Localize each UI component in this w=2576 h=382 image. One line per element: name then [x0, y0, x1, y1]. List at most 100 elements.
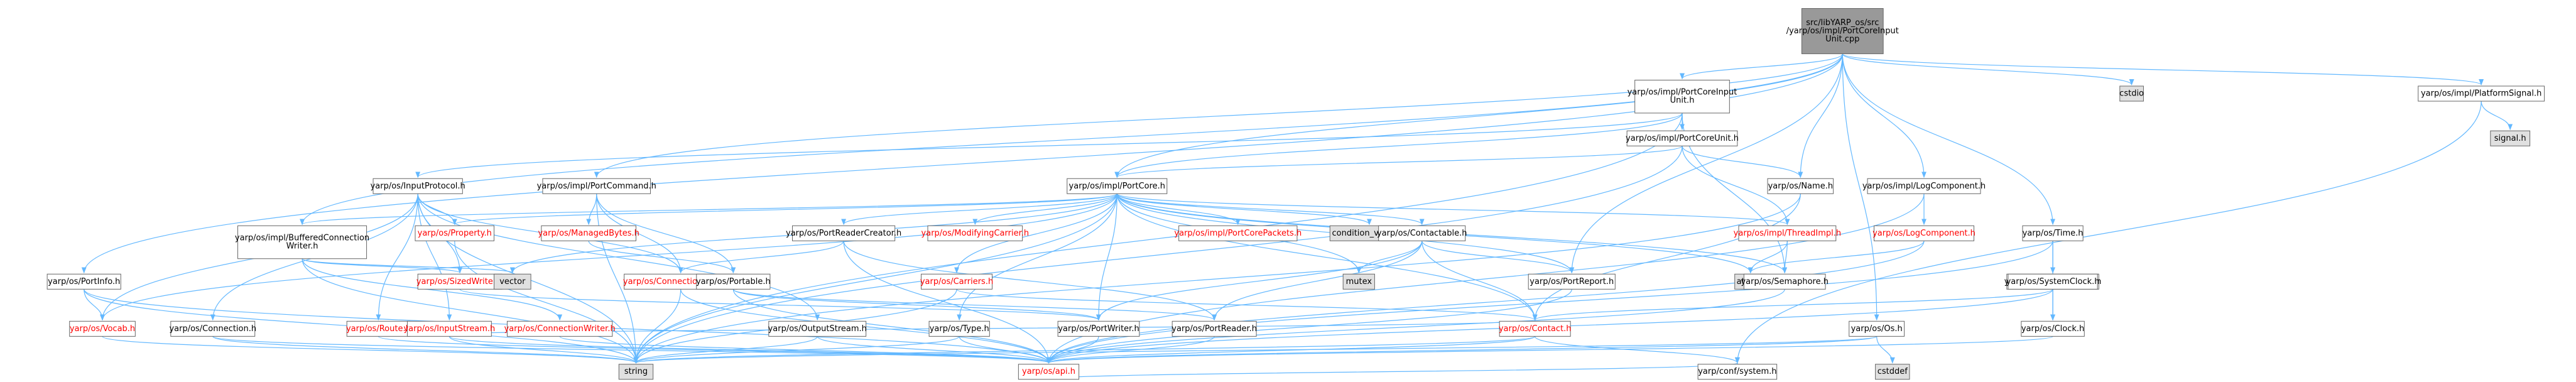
node-box: [494, 273, 531, 290]
node-label: yarp/os/Carriers.h: [920, 277, 993, 286]
node-label: yarp/os/PortInfo.h: [48, 277, 120, 286]
node-api[interactable]: yarp/os/api.h: [1018, 364, 1080, 380]
node-logcomponent_impl[interactable]: yarp/os/impl/LogComponent.h: [1862, 178, 1986, 194]
edge-property-to-string: [454, 241, 639, 364]
edge-pciu_h-to-string: [633, 112, 1683, 364]
edge-inputprotocol-to-route: [376, 194, 418, 321]
node-box: [1801, 8, 1884, 55]
node-label: yarp/os/OutputStream.h: [768, 324, 867, 334]
node-box: [1697, 364, 1778, 380]
edge-contactable-to-mutex: [1356, 241, 1423, 274]
node-time[interactable]: yarp/os/Time.h: [2022, 225, 2084, 241]
edge-os_h-to-cstddef: [1876, 336, 1895, 364]
node-label: string: [624, 367, 648, 376]
node-system[interactable]: yarp/conf/system.h: [1697, 364, 1778, 380]
node-portinfo[interactable]: yarp/os/PortInfo.h: [46, 273, 121, 290]
node-portreport[interactable]: yarp/os/PortReport.h: [1528, 273, 1616, 290]
node-label: yarp/os/InputStream.h: [403, 324, 495, 334]
node-pcu_h[interactable]: yarp/os/impl/PortCoreUnit.h: [1626, 130, 1739, 146]
node-box: [1849, 320, 1905, 337]
node-root[interactable]: src/libYARP_os/src/yarp/os/impl/PortCore…: [1786, 8, 1899, 55]
node-portreader[interactable]: yarp/os/PortReader.h: [1171, 320, 1257, 337]
node-label: yarp/os/impl/PlatformSignal.h: [2421, 89, 2541, 99]
edge-platformsignal-to-signal: [2481, 101, 2513, 131]
edge-root-to-os_h: [1842, 53, 1879, 321]
node-box: [506, 320, 613, 337]
node-signal: signal.h: [2490, 130, 2531, 146]
node-name_h[interactable]: yarp/os/Name.h: [1767, 178, 1834, 194]
node-vocab[interactable]: yarp/os/Vocab.h: [69, 320, 136, 337]
node-contactable[interactable]: yarp/os/Contactable.h: [1377, 225, 1467, 241]
edge-inputstream-to-string: [448, 336, 639, 364]
edge-pciu_h-to-portcore: [1114, 112, 1683, 178]
node-label: yarp/os/impl/PortCoreUnit.h: [1626, 134, 1739, 143]
node-box: [2119, 85, 2144, 102]
node-vector: vector: [494, 273, 531, 290]
node-box: [69, 320, 136, 337]
node-inputprotocol[interactable]: yarp/os/InputProtocol.h: [371, 178, 465, 194]
edge-time-to-api: [1046, 241, 2053, 364]
edge-portcore-to-portreadercreator: [841, 193, 1117, 226]
edge-portcore-to-condvar: [1116, 194, 1372, 226]
edge-root-to-pciu_h: [1680, 53, 1843, 80]
node-route[interactable]: yarp/os/Route.h: [346, 320, 411, 337]
node-portcorepackets[interactable]: yarp/os/impl/PortCorePackets.h: [1174, 225, 1302, 241]
node-box: [696, 273, 771, 290]
edge-pcu_h-to-portcore: [1114, 145, 1683, 178]
edge-portcore-to-threadimpl: [1116, 193, 1790, 226]
edge-outputstream-to-api: [817, 336, 1052, 364]
node-property[interactable]: yarp/os/Property.h: [415, 225, 495, 241]
node-systemclock[interactable]: yarp/os/SystemClock.h: [2006, 273, 2100, 290]
edge-portcore-to-contactable: [1116, 193, 1425, 226]
node-portreadercreator[interactable]: yarp/os/PortReaderCreator.h: [786, 225, 901, 241]
node-portwriter[interactable]: yarp/os/PortWriter.h: [1057, 320, 1140, 337]
node-connection[interactable]: yarp/os/Connection.h: [169, 320, 256, 337]
edge-inputprotocol-to-inputstream: [417, 194, 452, 321]
node-platformsignal[interactable]: yarp/os/impl/PlatformSignal.h: [2418, 85, 2545, 102]
node-box: [1634, 80, 1730, 114]
node-label: yarp/os/ManagedBytes.h: [538, 229, 639, 238]
node-inputstream[interactable]: yarp/os/InputStream.h: [403, 320, 495, 337]
node-label: cstdio: [2119, 89, 2144, 99]
node-modifyingcarrier[interactable]: yarp/os/ModifyingCarrier.h: [921, 225, 1030, 241]
node-label: yarp/conf/system.h: [1698, 367, 1776, 376]
node-outputstream[interactable]: yarp/os/OutputStream.h: [768, 320, 867, 337]
node-box: [2490, 130, 2531, 146]
node-clock[interactable]: yarp/os/Clock.h: [2021, 320, 2085, 337]
node-label: yarp/os/Route.h: [346, 324, 411, 334]
edge-root-to-cstdio: [1842, 53, 2134, 85]
edge-portreader-to-api: [1046, 336, 1215, 364]
node-carriers[interactable]: yarp/os/Carriers.h: [920, 273, 993, 290]
node-label: yarp/os/Type.h: [930, 324, 989, 334]
edge-portcore-to-type: [957, 194, 1117, 321]
node-managedbytes[interactable]: yarp/os/ManagedBytes.h: [538, 225, 639, 241]
node-portable[interactable]: yarp/os/Portable.h: [696, 273, 771, 290]
node-type[interactable]: yarp/os/Type.h: [928, 320, 990, 337]
edge-os_h-to-string: [634, 336, 1878, 364]
edge-contactable-to-portreport: [1421, 241, 1575, 274]
node-contact[interactable]: yarp/os/Contact.h: [1499, 320, 1572, 337]
edge-portcommand-to-string: [596, 194, 639, 364]
edge-logcomponent-to-atomic: [1747, 241, 1925, 274]
node-os_h[interactable]: yarp/os/Os.h: [1849, 320, 1905, 337]
edge-root-to-portcommand: [594, 53, 1843, 178]
node-box: [1743, 273, 1826, 290]
node-portcore[interactable]: yarp/os/impl/PortCore.h: [1067, 178, 1168, 194]
node-threadimpl[interactable]: yarp/os/impl/ThreadImpl.h: [1734, 225, 1841, 241]
node-box: [1378, 225, 1466, 241]
edge-contactable-to-portreader: [1212, 241, 1423, 321]
edge-portreadercreator-to-portreader: [843, 241, 1217, 321]
node-box: [1178, 225, 1298, 241]
node-connectionwriter[interactable]: yarp/os/ConnectionWriter.h: [504, 320, 616, 337]
node-logcomponent[interactable]: yarp/os/LogComponent.h: [1872, 225, 1975, 241]
node-label: yarp/os/Contact.h: [1499, 324, 1572, 334]
node-sizedwriter[interactable]: yarp/os/SizedWriter.h: [416, 273, 504, 290]
edge-portcore-to-property: [452, 193, 1117, 226]
edge-api-to-system: [1048, 362, 1740, 380]
node-box: [1018, 364, 1080, 380]
node-semaphore[interactable]: yarp/os/Semaphore.h: [1741, 273, 1829, 290]
node-portcommand[interactable]: yarp/os/impl/PortCommand.h: [537, 178, 656, 194]
